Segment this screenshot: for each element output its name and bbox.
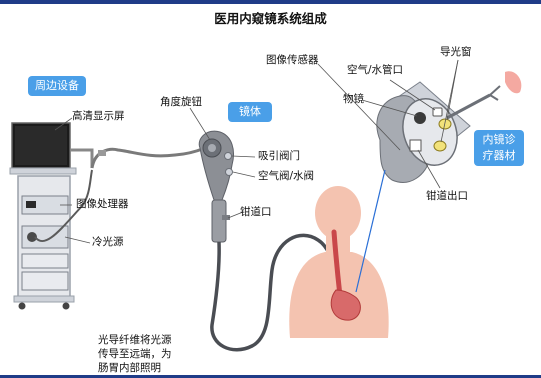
umbilical-cable [92, 148, 205, 168]
wheel [63, 303, 70, 310]
distal-tip [356, 71, 521, 292]
tag-scope: 镜体 [228, 102, 272, 122]
module-b [22, 272, 68, 290]
label-light-guide-window: 导光窗 [440, 46, 472, 59]
label-objective-lens: 物镜 [343, 93, 364, 106]
suction-button [225, 153, 232, 160]
patient-head [315, 186, 361, 240]
cart-base [14, 296, 74, 302]
label-image-processor: 图像处理器 [76, 198, 129, 211]
monitor-arm [70, 150, 92, 168]
forceps-outlet [410, 140, 421, 151]
label-image-sensor: 图像传感器 [266, 54, 319, 67]
label-fiber-note-1: 光导纤维将光源 [98, 334, 172, 347]
objective-lens [414, 112, 426, 124]
tag-treatment: 内镜诊 疗器材 [474, 130, 524, 166]
forceps-jaws [490, 86, 500, 100]
angle-knob-center [208, 144, 216, 152]
scope-handle [212, 200, 226, 242]
label-air-water-valve: 空气阀/水阀 [258, 170, 314, 183]
label-hd-display: 高清显示屏 [72, 110, 125, 123]
endoscopy-cart [10, 123, 205, 310]
module-a [22, 254, 68, 268]
leader-angle-knob [190, 108, 210, 140]
label-angle-knob: 角度旋钮 [160, 96, 202, 109]
forceps-instrument [447, 95, 490, 118]
label-forceps-outlet: 钳道出口 [426, 190, 468, 203]
cable-connector [98, 150, 106, 156]
light-guide-window-b [434, 141, 446, 151]
leader-air-water-valve [233, 172, 255, 177]
patient-figure [289, 186, 388, 338]
processor-panel [26, 201, 36, 208]
cart-top [10, 168, 76, 174]
tag-peripheral: 周边设备 [28, 76, 86, 96]
monitor-screen [15, 126, 67, 165]
air-water-button [226, 169, 233, 176]
label-cold-light: 冷光源 [92, 236, 124, 249]
label-fiber-note-3: 肠胃内部照明 [98, 362, 161, 375]
tissue-sample [505, 71, 521, 93]
label-air-water-nozzle: 空气/水管口 [347, 64, 403, 77]
wheel [19, 303, 26, 310]
label-fiber-note-2: 传导至远端，为 [98, 348, 172, 361]
label-forceps-port: 钳道口 [240, 206, 272, 219]
leader-suction [232, 156, 255, 157]
label-suction-valve: 吸引阀门 [258, 150, 300, 163]
